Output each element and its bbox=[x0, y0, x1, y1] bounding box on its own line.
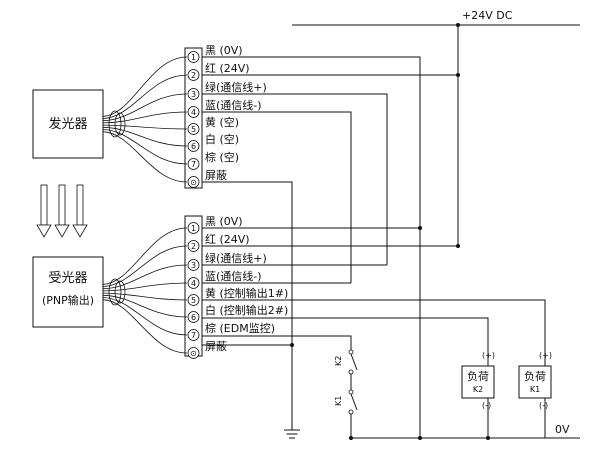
receiver-terminals: 1 黑 (0V) 2 红 (24V) 3 绿(通信线+) 4 蓝(通信线-) 5 黄 (控制输出1… bbox=[187, 215, 288, 359]
emitter-title: 发光器 bbox=[48, 116, 87, 132]
load-k1-plus: (+) bbox=[539, 351, 552, 360]
emitter-terminal-label: 棕 (空) bbox=[205, 150, 239, 164]
emitter-cable-wire bbox=[102, 56, 188, 117]
load-k1-minus: (-) bbox=[539, 401, 548, 410]
cable-bundles bbox=[102, 56, 188, 354]
emitter-terminal-5 bbox=[187, 123, 200, 135]
receiver-terminal-label: 棕 (EDM监控) bbox=[205, 321, 275, 335]
receiver-terminal-label: 黑 (0V) bbox=[205, 215, 243, 228]
receiver-terminal-label: 屏蔽 bbox=[205, 340, 227, 353]
emitter-terminal-2 bbox=[187, 69, 200, 81]
emitter-terminal-number: 6 bbox=[191, 142, 196, 151]
load-k2-title: 负荷 bbox=[467, 369, 489, 383]
receiver-cable-wire bbox=[102, 297, 188, 336]
emitter-terminal-number: 1 bbox=[191, 53, 196, 62]
emitter-cable-wire bbox=[102, 131, 188, 183]
receiver-cable-wire bbox=[102, 227, 188, 285]
emitter-cable-wire bbox=[102, 111, 188, 124]
receiver-terminal-label: 白 (控制输出2#) bbox=[205, 303, 288, 317]
receiver-terminal-6 bbox=[187, 311, 200, 323]
emitter-cable-wire bbox=[102, 74, 188, 119]
contact-k2-label: K2 bbox=[334, 356, 343, 366]
edm-contacts: K2 K1 bbox=[334, 349, 358, 440]
receiver-terminal-5 bbox=[187, 294, 200, 306]
receiver-terminal-8 bbox=[187, 347, 200, 359]
emitter-terminal-number: 4 bbox=[191, 108, 196, 117]
emitter-terminal-label: 白 (空) bbox=[205, 132, 239, 146]
receiver-terminal-number: 6 bbox=[191, 313, 196, 322]
receiver-terminal-4 bbox=[187, 277, 200, 289]
emitter-terminal-strip bbox=[184, 47, 203, 189]
light-beam-arrows bbox=[36, 184, 88, 238]
receiver-cable-wire bbox=[102, 292, 188, 301]
receiver-terminal-number: ⊙ bbox=[190, 349, 197, 358]
emitter-terminal-label: 蓝(通信线-) bbox=[205, 98, 262, 112]
receiver-terminal-number: 1 bbox=[191, 224, 196, 233]
ground-icon bbox=[284, 429, 300, 439]
emitter-terminal-number: 5 bbox=[191, 125, 196, 134]
receiver-terminal-1 bbox=[187, 222, 200, 234]
receiver-terminal-number: 4 bbox=[191, 279, 196, 288]
receiver-cable-sheath bbox=[108, 278, 122, 306]
receiver-unit: 受光器 (PNP输出) bbox=[32, 256, 104, 328]
receiver-cable-wire bbox=[102, 245, 188, 287]
emitter-terminal-label: 绿(通信线+) bbox=[205, 80, 267, 94]
receiver-terminal-label: 绿(通信线+) bbox=[205, 251, 267, 265]
emitter-terminal-number: 3 bbox=[191, 90, 196, 99]
emitter-terminal-label: 黄 (空) bbox=[205, 115, 239, 129]
emitter-cable-wire bbox=[102, 126, 188, 147]
receiver-cable-wire bbox=[102, 299, 188, 354]
emitter-cable-wire bbox=[102, 124, 188, 130]
emitter-wiring bbox=[202, 56, 458, 438]
load-k1-title: 负荷 bbox=[524, 369, 546, 383]
receiver-terminal-label: 黄 (控制输出1#) bbox=[205, 286, 288, 300]
load-k2-id: K2 bbox=[473, 385, 483, 394]
emitter-terminals: 1 黑 (0V) 2 红 (24V) 3 绿(通信线+) 4 蓝(通信线-) 5 黄 (空) 6 白 … bbox=[187, 44, 267, 188]
load-k2-minus: (-) bbox=[482, 401, 491, 410]
receiver-terminal-label: 红 (24V) bbox=[205, 233, 250, 246]
receiver-subtitle: (PNP输出) bbox=[42, 293, 94, 307]
receiver-cable-wire bbox=[102, 264, 188, 290]
receiver-wiring bbox=[202, 226, 546, 430]
supply-0v-label: 0V bbox=[555, 423, 570, 436]
receiver-terminal-label: 蓝(通信线-) bbox=[205, 269, 262, 283]
emitter-cable-sheath bbox=[108, 110, 122, 138]
emitter-terminal-4 bbox=[187, 106, 200, 118]
receiver-terminal-number: 2 bbox=[191, 242, 196, 251]
receiver-terminal-number: 5 bbox=[191, 296, 196, 305]
receiver-cable-sheath bbox=[114, 280, 126, 304]
receiver-terminal-7 bbox=[187, 329, 200, 341]
emitter-cable-sheath bbox=[114, 112, 126, 136]
receiver-cable-wire bbox=[102, 294, 188, 318]
emitter-terminal-6 bbox=[187, 140, 200, 152]
receiver-terminal-number: 7 bbox=[191, 331, 196, 340]
emitter-terminal-label: 黑 (0V) bbox=[205, 44, 243, 57]
emitter-terminal-3 bbox=[187, 88, 200, 100]
load-k1-id: K1 bbox=[530, 385, 540, 394]
contact-k1-label: K1 bbox=[334, 396, 343, 406]
emitter-terminal-label: 红 (24V) bbox=[205, 62, 250, 75]
emitter-unit: 发光器 bbox=[32, 89, 104, 159]
emitter-terminal-8 bbox=[187, 176, 200, 188]
emitter-cable-wire bbox=[102, 93, 188, 122]
power-rail-0v: 0V bbox=[351, 423, 580, 439]
load-k1: (+) 负荷 K1 (-) bbox=[518, 351, 552, 438]
emitter-terminal-7 bbox=[187, 158, 200, 170]
load-k2: (+) 负荷 K2 (-) bbox=[461, 351, 495, 440]
emitter-terminal-number: ⊙ bbox=[190, 178, 197, 187]
receiver-terminal-3 bbox=[187, 259, 200, 271]
load-k2-plus: (+) bbox=[482, 351, 495, 360]
receiver-cable-wire bbox=[102, 282, 188, 292]
receiver-title: 受光器 bbox=[48, 271, 87, 286]
emitter-terminal-number: 2 bbox=[191, 71, 196, 80]
power-rail-24v: +24V DC bbox=[292, 9, 580, 27]
emitter-terminal-label: 屏蔽 bbox=[205, 169, 227, 182]
emitter-terminal-number: 7 bbox=[191, 160, 196, 169]
receiver-terminal-2 bbox=[187, 240, 200, 252]
receiver-terminal-number: 3 bbox=[191, 261, 196, 270]
emitter-cable-wire bbox=[102, 129, 188, 165]
supply-24v-label: +24V DC bbox=[462, 9, 513, 22]
emitter-terminal-1 bbox=[187, 51, 200, 63]
